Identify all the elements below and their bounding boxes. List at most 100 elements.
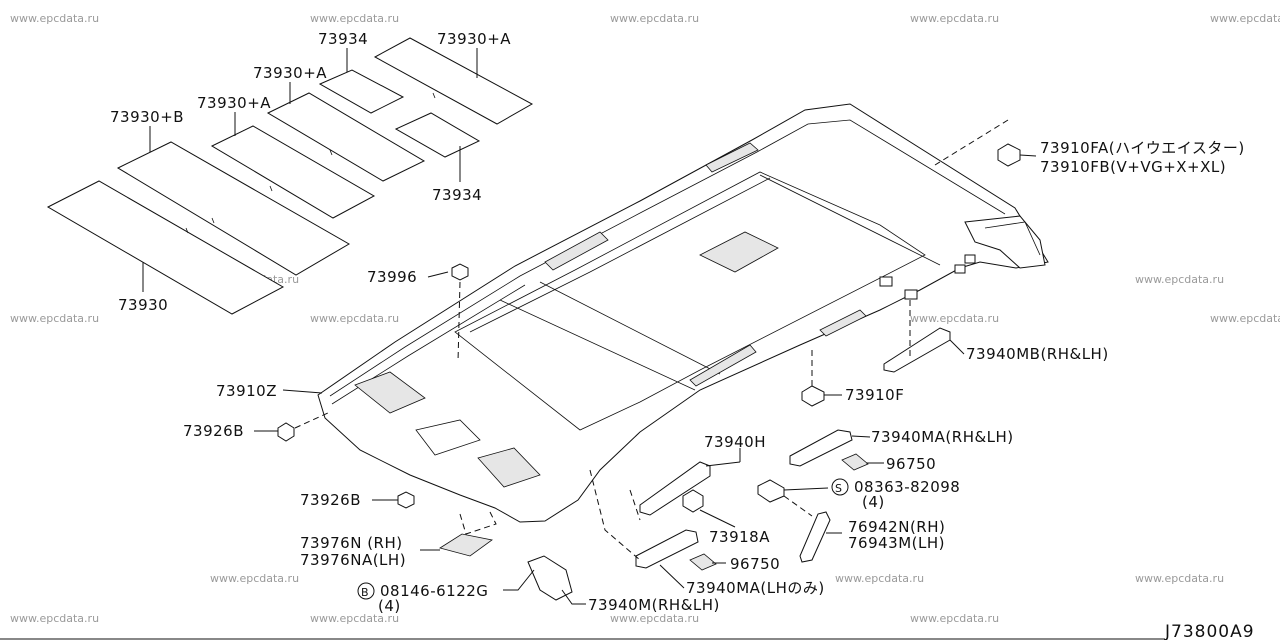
watermark-text: www.epcdata.ru <box>1210 12 1280 25</box>
panel-notch <box>329 149 333 156</box>
roof-panel-line <box>539 281 721 375</box>
rail-clip <box>964 254 976 264</box>
leader-line <box>851 435 871 438</box>
label-73910f: 73910F <box>845 386 904 404</box>
headliner-edge <box>331 284 526 405</box>
leader-line <box>949 339 965 355</box>
label-96750-low: 96750 <box>730 555 780 573</box>
label-73940mb: 73940MB(RH&LH) <box>966 345 1109 363</box>
label-96750-top: 96750 <box>886 455 936 473</box>
watermark-text: www.epcdata.ru <box>1210 312 1280 325</box>
part-leaders <box>254 119 1037 605</box>
watermark-text: www.epcdata.ru <box>835 572 924 585</box>
assist-grip-73940ma <box>789 429 853 467</box>
label-73930a-low: 73930+A <box>197 94 271 112</box>
panel-73930-b <box>116 141 350 276</box>
leader-line <box>699 509 736 528</box>
handle-pocket <box>705 142 759 173</box>
watermark-text: www.epcdata.ru <box>210 572 299 585</box>
label-73930a-top: 73930+A <box>437 30 511 48</box>
handle-pocket <box>689 344 757 387</box>
circle-b-text: B <box>361 586 369 599</box>
headliner-assembly <box>317 103 1049 523</box>
leader-line <box>427 271 449 278</box>
circle-s-icon <box>831 478 849 496</box>
label-73940ma-rh: 73940MA(RH&LH) <box>871 428 1014 446</box>
circle-s-text: S <box>835 482 842 495</box>
watermark-text: www.epcdata.ru <box>910 312 999 325</box>
label-73976na: 73976NA(LH) <box>300 551 406 569</box>
leader-line <box>783 487 829 491</box>
clip-73926b-top <box>277 422 295 442</box>
panel-73930-a-top <box>373 37 534 125</box>
label-73930b: 73930+B <box>110 108 184 126</box>
watermark-text: www.epcdata.ru <box>10 312 99 325</box>
clip-73910f <box>801 385 825 407</box>
dashed-guide <box>294 411 331 429</box>
label-73940m: 73940M(RH&LH) <box>588 596 720 614</box>
watermark-text: www.epcdata.ru <box>610 12 699 25</box>
clip-73918a <box>682 489 704 513</box>
watermark-text: www.epcdata.ru <box>910 12 999 25</box>
leader-line <box>705 461 741 467</box>
label-08146-qty: (4) <box>378 597 401 615</box>
bracket-73940h <box>639 461 711 516</box>
roof-panel-line <box>759 174 941 266</box>
label-73930: 73930 <box>118 296 168 314</box>
leader-line <box>503 569 535 591</box>
rear-duct <box>964 215 1046 269</box>
label-73930a-mid: 73930+A <box>253 64 327 82</box>
headliner-edge <box>329 119 1006 397</box>
panel-73930-a-low <box>210 125 376 219</box>
watermark-text: www.epcdata.ru <box>1135 572 1224 585</box>
roof-panel-line <box>469 177 771 333</box>
cover-96750-low <box>689 553 717 571</box>
label-73910fa: 73910FA(ハイウエイスター) <box>1040 139 1245 157</box>
watermark-text: www.epcdata.ru <box>10 612 99 625</box>
leader-line <box>282 389 323 394</box>
label-73976n: 73976N (RH) <box>300 534 403 552</box>
diagram-code: J73800A9 <box>1164 622 1255 640</box>
circle-b-icon <box>357 582 375 600</box>
part-labels: 73934 73930+A 73930+A 73930+A 73930+B 73… <box>110 30 1245 615</box>
rail-clip <box>954 264 966 274</box>
headliner-outline <box>317 103 1049 523</box>
panel-leaders <box>142 48 478 292</box>
label-73910z: 73910Z <box>216 382 277 400</box>
label-08146: 08146-6122G <box>380 582 488 600</box>
bolt-08363 <box>757 479 785 503</box>
watermark-text: www.epcdata.ru <box>310 12 399 25</box>
label-73940h: 73940H <box>704 433 766 451</box>
panel-notch <box>185 227 189 234</box>
rail-clip <box>904 289 918 300</box>
panel-notch <box>211 217 215 224</box>
dashed-guide <box>629 489 641 521</box>
roof-panel <box>454 171 926 431</box>
assist-grip-73940mb <box>883 327 951 373</box>
label-76942n: 76942N(RH) <box>848 518 945 536</box>
label-08363-qty: (4) <box>862 493 885 511</box>
roof-opening <box>699 231 779 273</box>
leader-line <box>659 564 685 589</box>
panel-73934-top <box>318 69 405 114</box>
dashed-guide <box>459 511 497 535</box>
cover-96750 <box>841 453 869 471</box>
dashed-guide <box>457 281 461 363</box>
clip-73996 <box>451 263 469 281</box>
dashed-guide <box>934 119 1009 166</box>
watermark-text: www.epcdata.ru <box>310 612 399 625</box>
label-73918a: 73918A <box>709 528 770 546</box>
clip-73926b-low <box>397 491 415 509</box>
assist-grip-73940m <box>527 555 573 601</box>
label-73926b-top: 73926B <box>183 422 244 440</box>
panel-notch <box>269 185 273 192</box>
leader-line <box>1019 154 1037 157</box>
panel-73930-a-mid <box>266 92 426 182</box>
dashed-guide <box>783 495 813 517</box>
label-73934-low: 73934 <box>432 186 482 204</box>
handle-pocket <box>819 309 867 337</box>
label-76943m: 76943M(LH) <box>848 534 945 552</box>
label-73940ma-lh: 73940MA(LHのみ) <box>686 579 825 597</box>
